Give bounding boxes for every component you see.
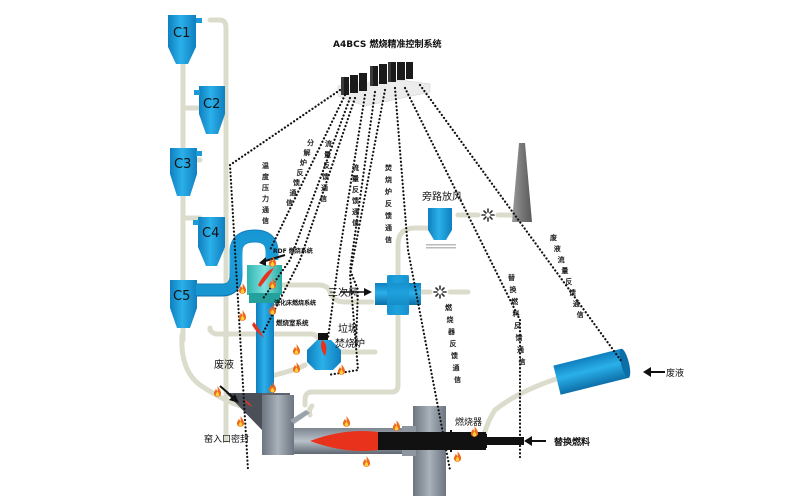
- signal-label: 分解炉反馈通信: [286, 138, 314, 207]
- arrow-icon: [229, 394, 239, 403]
- signal-label: 流量反馈通信: [352, 163, 360, 227]
- c5-to-incinerator-pipe: [207, 325, 323, 345]
- control-system-cabinets: [337, 62, 431, 107]
- flame-icon: [453, 451, 462, 462]
- tertiary-air-pipe: [267, 282, 375, 305]
- label-bypass-air: 旁路放风: [422, 190, 462, 203]
- signal-label: 废液流量反馈通信: [550, 233, 584, 319]
- chimney-stack: [512, 143, 532, 222]
- signal-labels: 温度压力通信分解炉反馈通信流量反馈通信流量反馈通信焚烧炉反馈通信燃烧器反馈通信替…: [262, 138, 584, 384]
- cyclone-c3: C3: [170, 148, 202, 196]
- bypass-collector: [426, 208, 456, 249]
- flame-icon: [392, 420, 401, 431]
- fan-icon: [433, 285, 447, 299]
- flame-icon: [292, 344, 301, 355]
- system-title: A4BCS 燃烧精准控制系统: [333, 38, 441, 50]
- label-rdf-system: RDF 燃烧系统: [273, 247, 313, 255]
- right-riser-pipe: [207, 17, 229, 443]
- label-fluidized-system: 流化床燃烧系统: [274, 299, 316, 307]
- cyclone-label: C1: [173, 26, 190, 41]
- signal-label: 焚烧炉反馈通信: [384, 163, 393, 244]
- label-burner-system: 燃烧室系统: [276, 318, 309, 327]
- cyclone-c4: C4: [193, 217, 225, 266]
- cyclone-label: C5: [173, 289, 190, 304]
- fan-icon: [481, 208, 495, 222]
- waste-liquid-tank: [553, 348, 631, 395]
- cross-to-kiln-pipe: [302, 299, 401, 408]
- signal-label: 流量反馈通信: [320, 139, 332, 203]
- cyclone-label: C4: [202, 226, 219, 241]
- signal-label: 燃烧器反馈通信: [444, 303, 461, 384]
- cyclone-label: C2: [203, 97, 220, 112]
- label-waste-liquid-right: 废液: [666, 367, 684, 379]
- flame-icon: [238, 310, 247, 321]
- signal-label: 温度压力通信: [262, 161, 270, 225]
- flame-icon: [342, 416, 351, 427]
- flame-icon: [213, 386, 222, 397]
- signal-lines: [228, 83, 624, 472]
- cyclone-c5: C5: [170, 280, 197, 328]
- cyclone-c2: C2: [194, 86, 225, 134]
- arrow-icon: [643, 367, 651, 377]
- label-incinerator-1: 垃圾: [338, 322, 358, 335]
- waste-liquid-pipe: [479, 373, 568, 448]
- garbage-incinerator: [307, 333, 341, 370]
- tertiary-air-cross: [340, 275, 421, 315]
- cyclone-label: C3: [174, 157, 191, 172]
- label-waste-liquid-left: 废液: [214, 358, 234, 371]
- flame-icon: [362, 456, 371, 467]
- flame-icon: [337, 364, 346, 375]
- label-tertiary-air: 三次风: [328, 286, 358, 299]
- label-incinerator-2: 焚烧炉: [335, 337, 365, 350]
- flame-icon: [292, 362, 301, 373]
- label-kiln-inlet-seal: 窑入口密封: [204, 433, 249, 445]
- label-burner: 燃烧器: [455, 416, 482, 428]
- flame-icon: [236, 416, 245, 427]
- label-alt-fuel: 替换燃料: [554, 436, 590, 448]
- calciner: [196, 229, 286, 395]
- cyclone-tower: C1 C2 C3 C4 C5: [168, 15, 225, 328]
- signal-label: 替换燃料反馈通信: [508, 273, 526, 366]
- cyclone-c1: C1: [168, 15, 202, 64]
